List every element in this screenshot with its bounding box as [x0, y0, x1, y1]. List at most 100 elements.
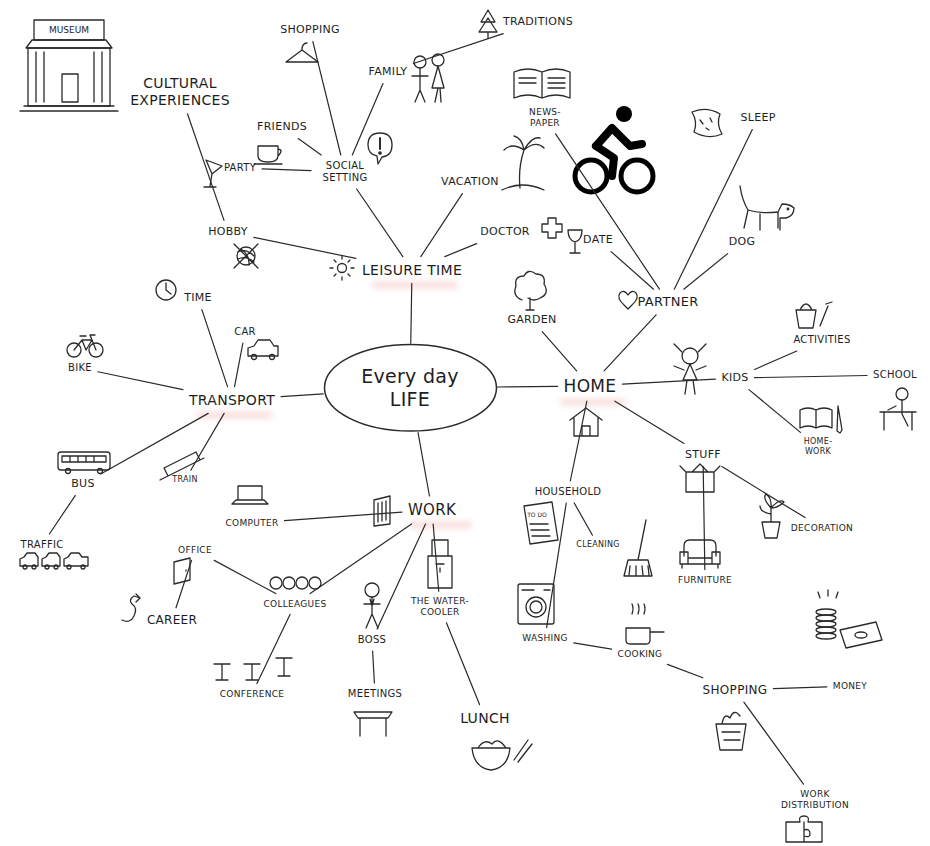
branch-line — [235, 343, 243, 387]
subtopic-label: CONFERENCE — [217, 687, 288, 702]
topic-text: CULTURAL EXPERIENCES — [115, 75, 245, 109]
topic-text: GARDEN — [507, 313, 556, 326]
branch-line — [373, 651, 375, 683]
branch-line — [49, 496, 75, 534]
topic-text: CAREER — [147, 613, 197, 627]
subtopic-label: STUFF — [682, 446, 724, 463]
subtopic-label: HOUSEHOLD — [532, 484, 605, 500]
topic-text: SHOPPING — [703, 683, 768, 697]
branch-line — [310, 524, 411, 594]
icon-label: MUSEUM — [49, 26, 89, 35]
subtopic-label: HOME- WORK — [799, 435, 837, 458]
branch-line — [254, 237, 356, 258]
branch-line — [755, 376, 867, 378]
branch-line — [773, 687, 826, 689]
subtopic-label: SHOPPING — [700, 681, 771, 699]
branch-line — [542, 332, 576, 371]
branch-line — [214, 560, 275, 593]
subtopic-label: SHOPPING — [277, 21, 343, 38]
branch-line — [570, 401, 587, 481]
topic-text: PARTNER — [638, 294, 699, 310]
topic-text: THE WATER- COOLER — [408, 596, 472, 618]
subtopic-label: DOG — [726, 233, 759, 250]
topic-text: HOUSEHOLD — [535, 486, 602, 498]
topic-text: BIKE — [68, 362, 92, 374]
subtopic-label: FURNITURE — [675, 573, 735, 588]
topic-text: FURNITURE — [678, 575, 732, 586]
subtopic-label: VACATION — [438, 173, 502, 190]
branch-line — [411, 283, 412, 343]
subtopic-label: SLEEP — [737, 109, 778, 126]
subtopic-label: LUNCH — [457, 708, 513, 729]
branch-line — [98, 372, 183, 390]
topic-text: COMPUTER — [226, 518, 279, 529]
topic-text: WORK — [408, 501, 456, 519]
subtopic-label: TRAFFIC — [17, 537, 66, 553]
subtopic-label: TRADITIONS — [500, 13, 576, 30]
subtopic-label: COMPUTER — [223, 516, 282, 531]
subtopic-label: SOCIAL SETTING — [314, 158, 376, 186]
branch-line — [281, 394, 323, 397]
subtopic-label: ACTIVITIES — [790, 332, 853, 348]
subtopic-label: NEWS- PAPER — [524, 105, 566, 131]
topic-text: SLEEP — [740, 111, 775, 124]
topic-text: SHOPPING — [280, 23, 340, 36]
topic-text: WASHING — [522, 633, 568, 644]
topic-text: TRANSPORT — [189, 392, 275, 409]
topic-text: TRADITIONS — [503, 15, 573, 28]
subtopic-label: MEETINGS — [345, 686, 405, 702]
subtopic-label: TIME — [181, 289, 215, 306]
branch-line — [445, 244, 477, 257]
branch-line — [418, 433, 429, 496]
branch-line — [667, 664, 702, 677]
topic-text: BOSS — [358, 634, 386, 646]
topic-text: TRAIN — [172, 475, 197, 485]
topic-text: WORK DISTRIBUTION — [770, 789, 860, 811]
topic-text: LUNCH — [460, 710, 510, 727]
subtopic-label: BIKE — [65, 360, 95, 376]
subtopic-label: KIDS — [718, 369, 751, 386]
topic-text: SOCIAL SETTING — [317, 160, 373, 184]
branch-line — [262, 169, 311, 171]
branch-line — [604, 315, 656, 371]
subtopic-label: COLLEAGUES — [260, 597, 329, 612]
topic-text: DOCTOR — [480, 225, 530, 238]
topic-text: DOG — [729, 235, 756, 248]
branch-line — [433, 524, 439, 591]
branch-line — [257, 614, 290, 683]
branch-line — [413, 34, 503, 64]
central-topic: Every day LIFE — [323, 343, 498, 433]
subtopic-label: CLEANING — [573, 538, 623, 552]
topic-text: VACATION — [441, 175, 499, 188]
topic-text: ACTIVITIES — [793, 334, 850, 346]
topic-text: KIDS — [721, 371, 748, 384]
topic-text: HOBBY — [208, 225, 248, 238]
branch-line — [285, 512, 402, 520]
branch-line — [722, 467, 805, 518]
topic-text: COLLEAGUES — [263, 599, 326, 610]
subtopic-label: WASHING — [519, 631, 571, 646]
topic-text: CLEANING — [576, 540, 620, 550]
doodle-icons — [20, 10, 916, 842]
topic-text: FRIENDS — [257, 120, 307, 133]
branch-line — [446, 623, 479, 705]
branch-line — [497, 386, 557, 388]
branch-line — [547, 503, 567, 628]
branch-line — [352, 84, 383, 155]
branch-line — [574, 503, 592, 535]
subtopic-label: CAR — [231, 324, 259, 340]
branch-line — [357, 189, 403, 257]
subtopic-label: PARTY — [221, 160, 259, 176]
branch-line — [421, 194, 463, 257]
branch-line — [622, 379, 715, 384]
subtopic-label: CAREER — [144, 611, 200, 629]
branch-line — [755, 351, 797, 369]
branch-topic: LEISURE TIME — [359, 260, 465, 281]
topic-text: TRAFFIC — [20, 539, 63, 551]
subtopic-label: SCHOOL — [870, 367, 920, 383]
topic-text: HOME — [564, 376, 617, 396]
subtopic-label: GARDEN — [504, 311, 559, 328]
subtopic-label: WORK DISTRIBUTION — [767, 787, 863, 813]
branch-line — [674, 130, 752, 290]
